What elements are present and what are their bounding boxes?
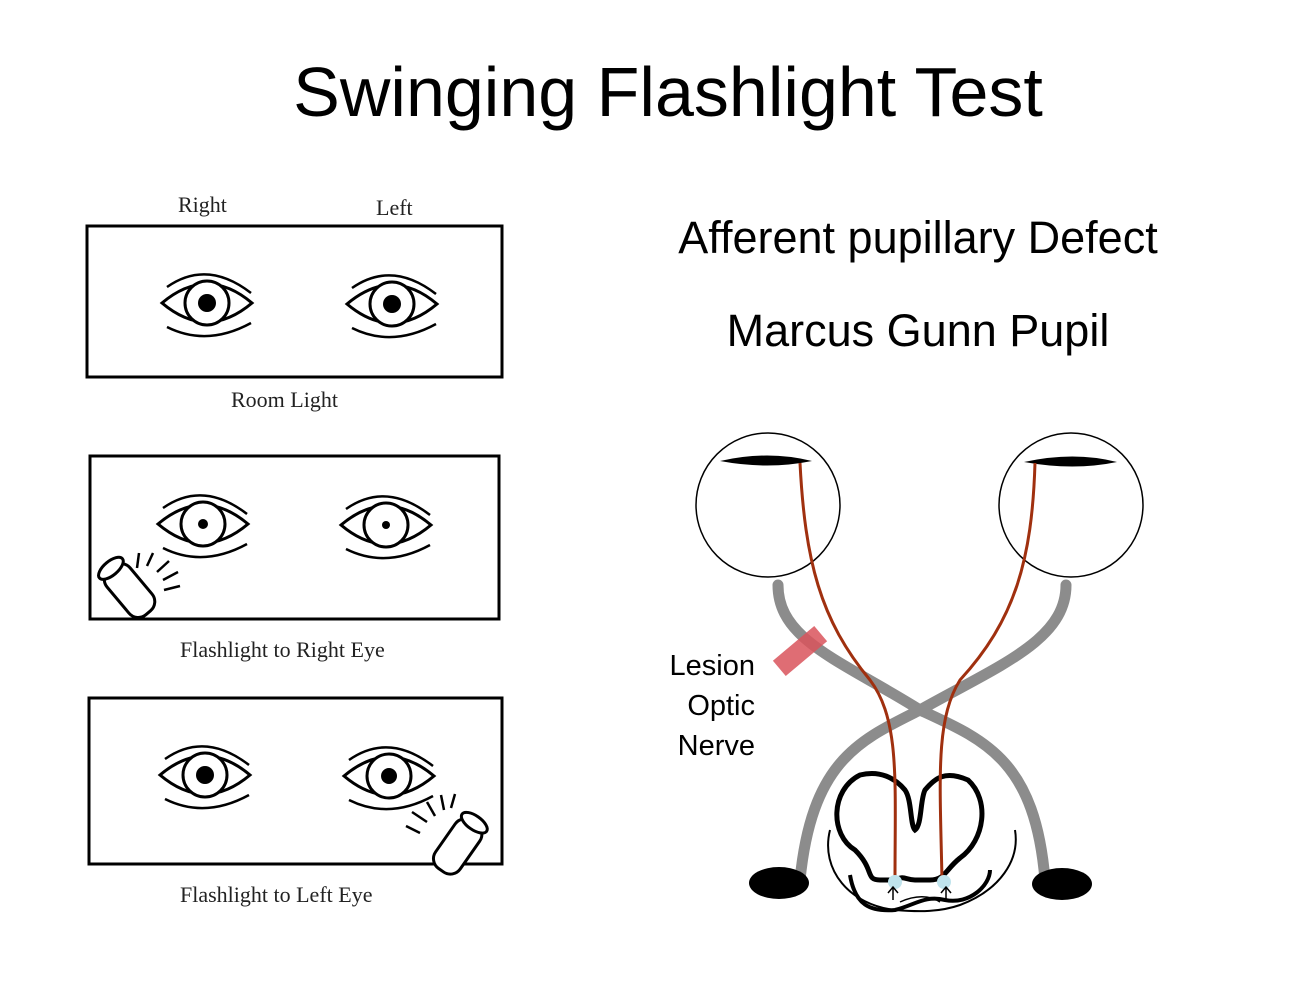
caption-flashlight-left: Flashlight to Left Eye (180, 882, 373, 907)
flashlight-right-right-eye (156, 493, 250, 559)
lower-loop (848, 869, 992, 913)
nucleus-arrows (887, 885, 952, 903)
commissure-line (827, 829, 1017, 913)
label-left-eye: Left (376, 195, 413, 220)
pupillary-pathway-diagram (695, 432, 1144, 913)
midbrain-outline (834, 771, 985, 883)
pretectal-nucleus-left (937, 875, 951, 889)
right-eyeball (695, 432, 841, 578)
flashlight-left-left-eye (342, 745, 436, 811)
caption-flashlight-right: Flashlight to Right Eye (180, 637, 385, 662)
light-rays-left (405, 793, 457, 835)
lesion-label-line-1: Lesion (669, 650, 755, 682)
lesion-label-line-2: Optic (687, 690, 755, 722)
ciliary-ganglion-left (1032, 868, 1092, 900)
room-light-frame (85, 224, 504, 379)
optic-tract-right (794, 704, 926, 886)
flashlight-left-right-eye (158, 744, 252, 810)
lesion-label-line-3: Nerve (677, 730, 755, 762)
flashlight-right-left-eye (339, 494, 433, 560)
label-right-eye: Right (178, 192, 227, 217)
light-rays-right (135, 552, 181, 592)
caption-room-light: Room Light (231, 387, 338, 412)
flashlight-right-frame (88, 454, 501, 621)
left-pupil (1024, 456, 1117, 467)
room-light-right-eye (160, 272, 254, 338)
slide-title: Swinging Flashlight Test (293, 53, 1043, 131)
ciliary-ganglion-right (749, 867, 809, 899)
left-eyeball (998, 432, 1144, 578)
room-light-left-eye (345, 273, 439, 339)
right-pupil (720, 455, 812, 466)
lesion-marker (772, 625, 828, 677)
subtitle-afferent-defect: Afferent pupillary Defect (678, 212, 1158, 263)
subtitle-marcus-gunn: Marcus Gunn Pupil (726, 305, 1110, 356)
flashlight-icon-left (431, 810, 489, 876)
pretectal-nucleus-right (888, 875, 902, 889)
flashlight-left-frame (87, 696, 504, 866)
afferent-fibers (798, 462, 1037, 881)
flashlight-icon-right (97, 555, 157, 619)
